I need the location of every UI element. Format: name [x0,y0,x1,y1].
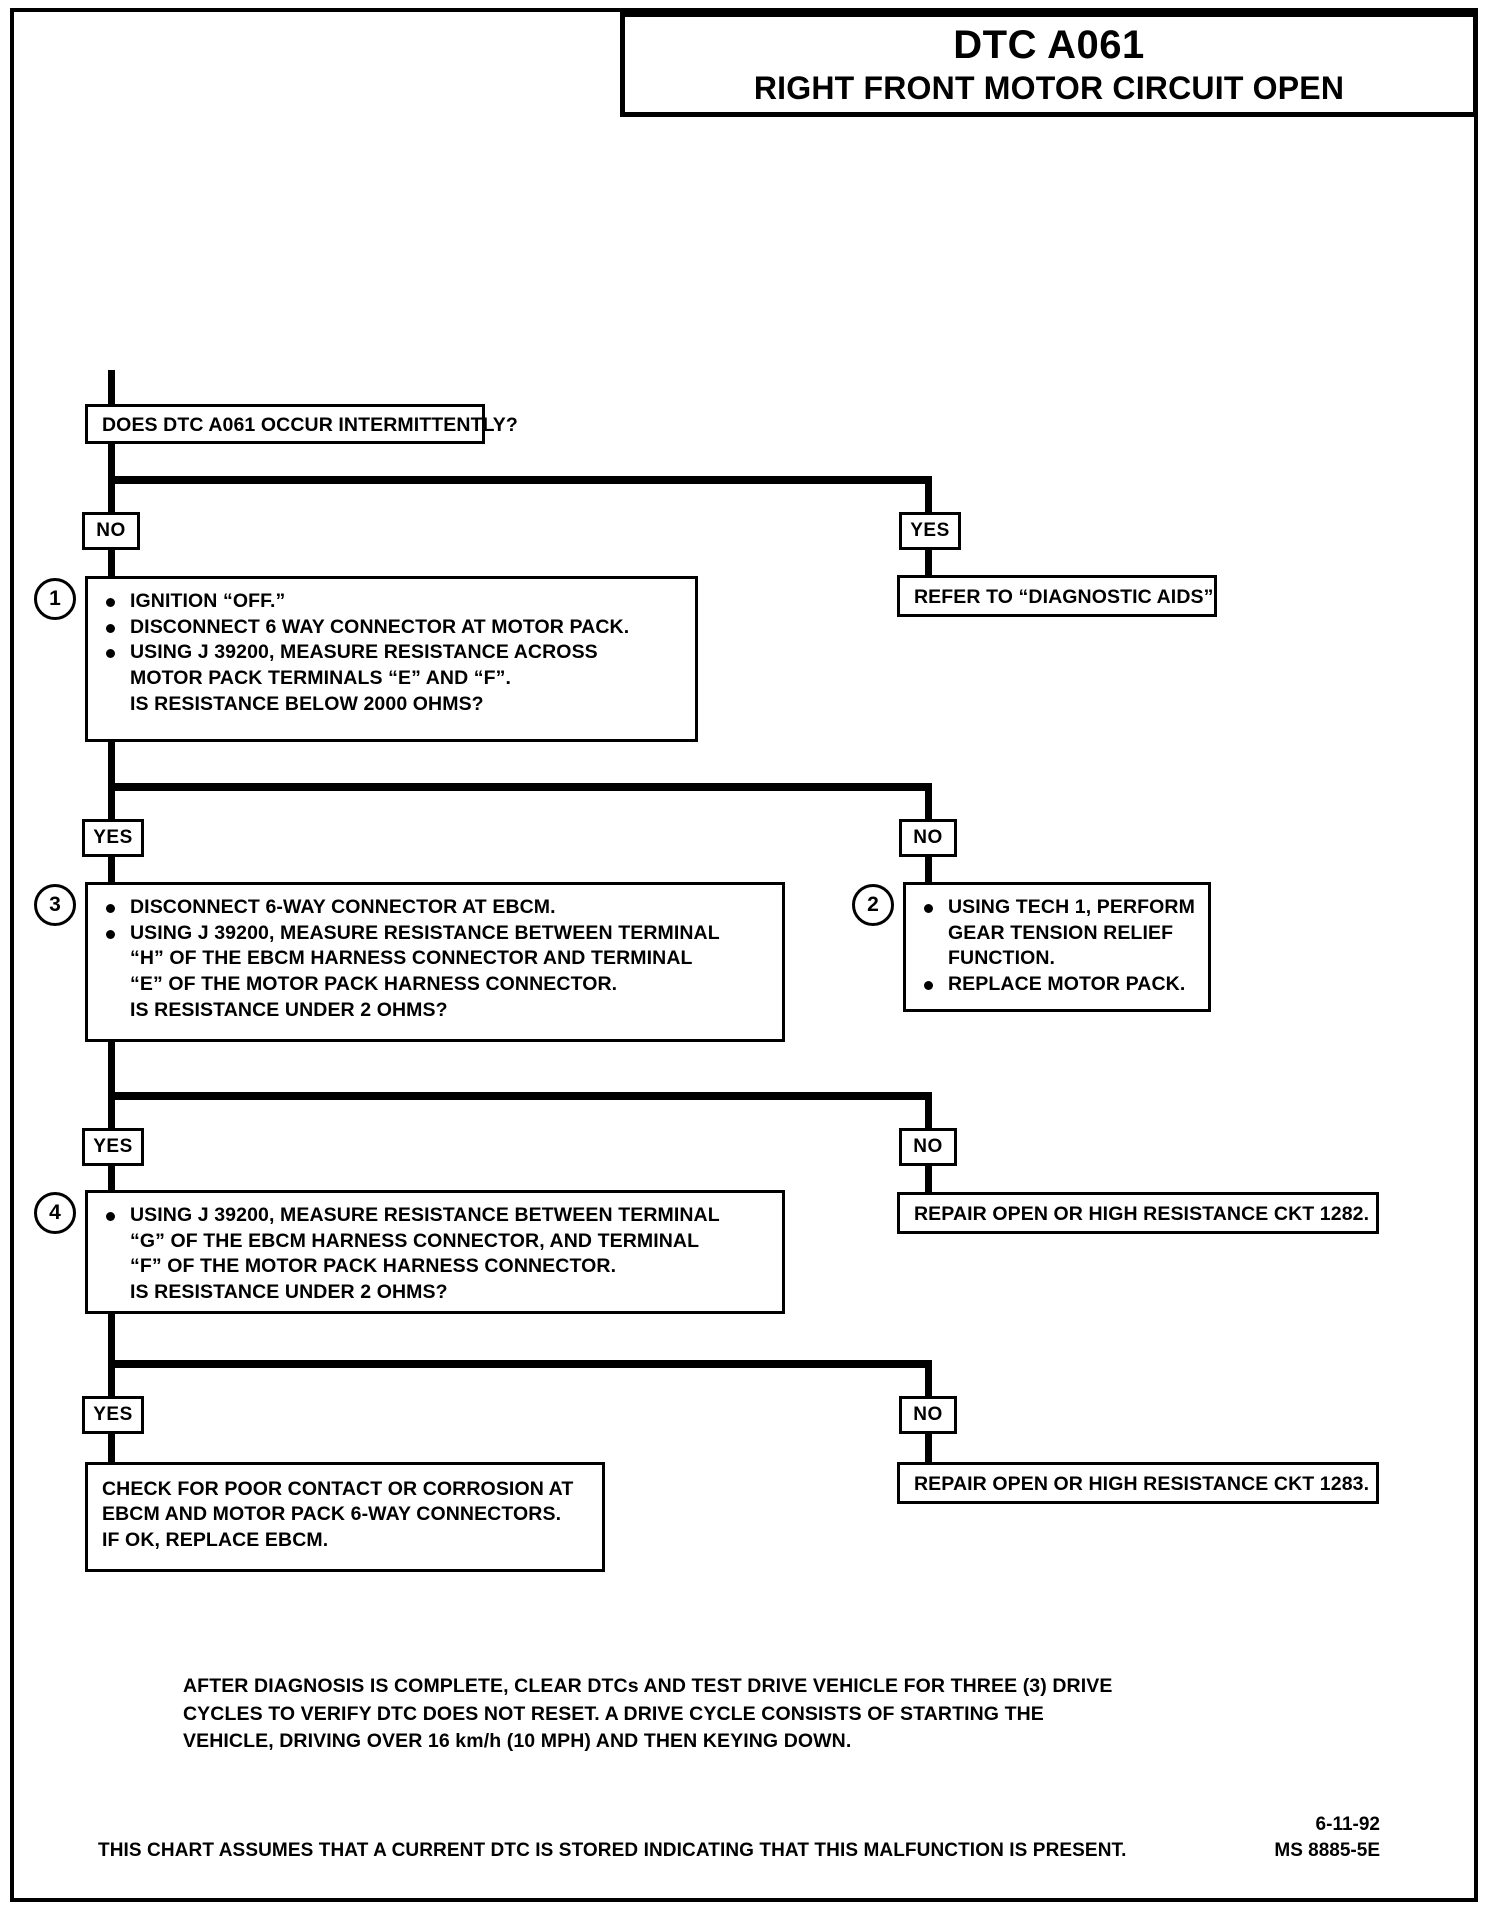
step-number-4: 4 [34,1192,76,1234]
branch-label-yes-2: YES [82,819,144,857]
footer-note: AFTER DIAGNOSIS IS COMPLETE, CLEAR DTCs … [183,1673,1112,1756]
branch-label-no-2: NO [899,819,957,857]
connector-yes1-to-aids [925,546,932,578]
connector-step4-down [108,1310,115,1368]
step-1-line-3: MOTOR PACK TERMINALS “E” AND “F”. [130,667,512,690]
repair-ckt-1283-text: REPAIR OPEN OR HIGH RESISTANCE CKT 1283. [914,1473,1370,1495]
footer-date: 6-11-92 [1315,1814,1380,1835]
footer-doc-info: 6-11-92 MS 8885-5E [1190,1812,1380,1863]
final-check-line-0: CHECK FOR POOR CONTACT OR CORROSION AT [102,1478,574,1500]
connector-yes4-down [108,1360,115,1396]
step-1-line-0: IGNITION “OFF.” [96,589,687,615]
connector-yes1-down [925,476,932,512]
step-2-list: USING TECH 1, PERFORM GEAR TENSION RELIE… [914,895,1200,998]
step-2-line-3: REPLACE MOTOR PACK. [914,972,1200,998]
connector-yes2-to-step3 [108,853,115,885]
connector-no1-to-step1 [108,546,115,578]
connector-no4-to-repair1283 [925,1430,932,1462]
connector-no2-down [925,783,932,819]
connector-bus-3 [108,1092,932,1100]
final-check-line-1: EBCM AND MOTOR PACK 6-WAY CONNECTORS. [102,1503,562,1526]
connector-no4-down [925,1360,932,1396]
connector-yes2-down [108,783,115,819]
step-4-box: USING J 39200, MEASURE RESISTANCE BETWEE… [85,1190,785,1314]
step-number-3: 3 [34,884,76,926]
branch-label-yes-4: YES [82,1396,144,1434]
connector-yes4-to-final [108,1430,115,1466]
step-4-line-3: IS RESISTANCE UNDER 2 OHMS? [130,1281,448,1304]
footer-assumption-text: THIS CHART ASSUMES THAT A CURRENT DTC IS… [98,1840,1127,1861]
connector-step1-down [108,740,115,790]
step-1-line-2: USING J 39200, MEASURE RESISTANCE ACROSS [96,640,687,666]
connector-no3-to-repair1282 [925,1162,932,1194]
connector-yes3-to-step4 [108,1162,115,1194]
final-check-box: CHECK FOR POOR CONTACT OR CORROSION AT E… [85,1462,605,1572]
connector-bus-4 [108,1360,932,1368]
step-number-1: 1 [34,578,76,620]
connector-bus-2 [108,783,932,791]
footer-doc-id: MS 8885-5E [1274,1839,1380,1861]
step-2-line-2: FUNCTION. [948,947,1056,970]
dtc-description-title: RIGHT FRONT MOTOR CIRCUIT OPEN [753,69,1345,106]
step-3-line-4: IS RESISTANCE UNDER 2 OHMS? [130,998,448,1021]
step-2-box: USING TECH 1, PERFORM GEAR TENSION RELIE… [903,882,1211,1012]
connector-step3-down [108,1040,115,1100]
step-1-line-1: DISCONNECT 6 WAY CONNECTOR AT MOTOR PACK… [96,615,687,641]
connector-no2-to-step2 [925,853,932,885]
question-text: DOES DTC A061 OCCUR INTERMITTENTLY? [102,414,518,436]
step-4-list: USING J 39200, MEASURE RESISTANCE BETWEE… [96,1203,774,1306]
step-3-line-1: USING J 39200, MEASURE RESISTANCE BETWEE… [96,921,774,947]
branch-label-yes-3: YES [82,1128,144,1166]
repair-ckt-1282-text: REPAIR OPEN OR HIGH RESISTANCE CKT 1282. [914,1203,1370,1225]
dtc-code-title: DTC A061 [953,22,1145,67]
repair-ckt-1283-box: REPAIR OPEN OR HIGH RESISTANCE CKT 1283. [897,1462,1379,1504]
footer-note-line-0: AFTER DIAGNOSIS IS COMPLETE, CLEAR DTCs … [183,1675,1113,1697]
step-2-line-0: USING TECH 1, PERFORM [914,895,1200,921]
step-3-box: DISCONNECT 6-WAY CONNECTOR AT EBCM. USIN… [85,882,785,1042]
repair-ckt-1282-box: REPAIR OPEN OR HIGH RESISTANCE CKT 1282. [897,1192,1379,1234]
step-4-line-0: USING J 39200, MEASURE RESISTANCE BETWEE… [96,1203,774,1229]
step-3-list: DISCONNECT 6-WAY CONNECTOR AT EBCM. USIN… [96,895,774,1024]
step-2-line-1: GEAR TENSION RELIEF [948,921,1174,944]
step-3-line-2: “H” OF THE EBCM HARNESS CONNECTOR AND TE… [130,947,693,970]
branch-label-no-1: NO [82,512,140,550]
step-1-list: IGNITION “OFF.” DISCONNECT 6 WAY CONNECT… [96,589,687,718]
diagnostic-aids-box: REFER TO “DIAGNOSTIC AIDS” [897,575,1217,617]
branch-label-no-4: NO [899,1396,957,1434]
connector-bus-1 [108,476,932,484]
step-4-line-2: “F” OF THE MOTOR PACK HARNESS CONNECTOR. [130,1255,617,1278]
page-border [10,8,1478,1902]
final-check-line-2: IF OK, REPLACE EBCM. [102,1528,329,1551]
footer-note-line-2: VEHICLE, DRIVING OVER 16 km/h (10 MPH) A… [183,1730,852,1753]
branch-label-no-3: NO [899,1128,957,1166]
branch-label-yes-1: YES [899,512,961,550]
connector-no3-down [925,1092,932,1128]
connector-no1-down [108,476,115,512]
footer-note-line-1: CYCLES TO VERIFY DTC DOES NOT RESET. A D… [183,1702,1044,1725]
step-3-line-0: DISCONNECT 6-WAY CONNECTOR AT EBCM. [96,895,774,921]
step-1-box: IGNITION “OFF.” DISCONNECT 6 WAY CONNECT… [85,576,698,742]
step-3-line-3: “E” OF THE MOTOR PACK HARNESS CONNECTOR. [130,973,618,996]
step-1-line-4: IS RESISTANCE BELOW 2000 OHMS? [130,692,484,715]
connector-yes3-down [108,1092,115,1128]
step-number-2: 2 [852,884,894,926]
diagnostic-aids-text: REFER TO “DIAGNOSTIC AIDS” [914,586,1214,608]
step-4-line-1: “G” OF THE EBCM HARNESS CONNECTOR, AND T… [130,1229,700,1252]
title-block: DTC A061 RIGHT FRONT MOTOR CIRCUIT OPEN [620,12,1478,117]
question-box: DOES DTC A061 OCCUR INTERMITTENTLY? [85,404,518,444]
